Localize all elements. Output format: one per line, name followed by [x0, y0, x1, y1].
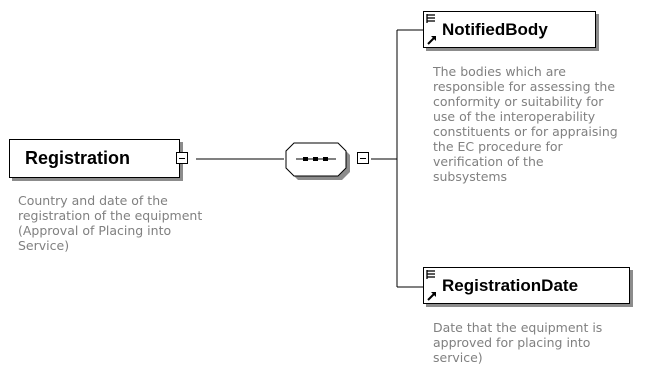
doc-line: constituents or for appraising — [433, 124, 618, 139]
doc-line: conformity or suitability for — [433, 94, 604, 109]
doc-line: (Approval of Placing into — [18, 223, 172, 238]
sequence-compositor[interactable] — [285, 142, 350, 180]
doc-line: The bodies which are — [433, 64, 566, 79]
registrationdate-element-name: RegistrationDate — [442, 276, 579, 295]
registration-element-name: Registration — [25, 148, 131, 168]
registration-element-box[interactable]: Registration — [9, 139, 180, 178]
doc-line: use of the interoperability — [433, 109, 596, 124]
notifiedbody-element-name: NotifiedBody — [442, 20, 548, 39]
element-reference-icon — [426, 270, 436, 301]
doc-line: Date that the equipment is — [433, 320, 603, 335]
doc-line: subsystems — [433, 169, 508, 184]
element-reference-icon — [426, 14, 436, 45]
doc-line: Country and date of the — [18, 193, 168, 208]
sequence-dot — [323, 157, 328, 161]
doc-line: registration of the equipment — [18, 208, 203, 223]
sequence-collapse-toggle[interactable] — [357, 152, 369, 164]
notifiedbody-element-box[interactable]: NotifiedBody — [423, 11, 596, 48]
notifiedbody-documentation: The bodies which are responsible for ass… — [433, 64, 618, 184]
doc-line: service) — [433, 350, 483, 365]
registration-documentation: Country and date of the registration of … — [18, 193, 202, 253]
doc-line: Service) — [18, 238, 70, 253]
registration-collapse-toggle[interactable] — [176, 152, 188, 164]
sequence-dot — [303, 157, 308, 161]
doc-line: the EC procedure for — [433, 139, 563, 154]
sequence-dot — [313, 157, 318, 161]
registrationdate-documentation: Date that the equipment is approved for … — [433, 320, 602, 365]
doc-line: responsible for assessing the — [433, 79, 616, 94]
doc-line: approved for placing into — [433, 335, 591, 350]
doc-line: verification of the — [433, 154, 544, 169]
registrationdate-element-box[interactable]: RegistrationDate — [423, 267, 630, 304]
